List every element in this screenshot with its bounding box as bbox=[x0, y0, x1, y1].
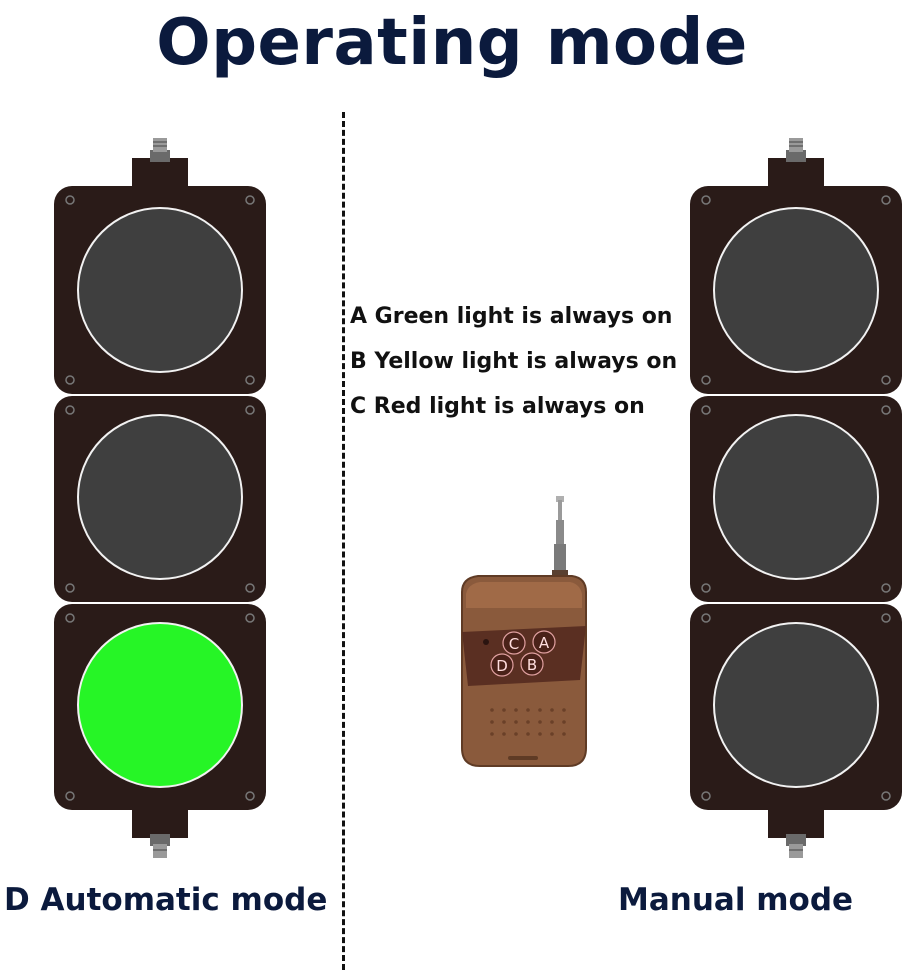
caption-manual-mode: Manual mode bbox=[618, 882, 854, 918]
legend-item-a: A Green light is always on bbox=[350, 304, 673, 329]
lamp-yellow-off bbox=[77, 414, 243, 580]
page-title: Operating mode bbox=[156, 6, 748, 80]
svg-text:B: B bbox=[527, 656, 537, 674]
svg-text:D: D bbox=[496, 657, 508, 675]
traffic-light-automatic bbox=[54, 138, 266, 858]
remote-button-d: D bbox=[490, 653, 514, 677]
lamp-red-off bbox=[713, 207, 879, 373]
legend-item-b: B Yellow light is always on bbox=[350, 349, 678, 374]
svg-text:C: C bbox=[509, 635, 519, 653]
legend-item-c: C Red light is always on bbox=[350, 394, 645, 419]
dashed-divider bbox=[342, 112, 345, 970]
lamp-red-off bbox=[77, 207, 243, 373]
remote-control: C A D B bbox=[461, 496, 587, 767]
lamp-green-on bbox=[77, 622, 243, 788]
remote-button-c: C bbox=[502, 631, 526, 655]
caption-automatic-mode: D Automatic mode bbox=[4, 882, 328, 918]
remote-button-b: B bbox=[520, 652, 544, 676]
traffic-light-manual bbox=[690, 138, 902, 858]
mode-legend: A Green light is always on B Yellow ligh… bbox=[350, 294, 710, 429]
svg-text:A: A bbox=[539, 634, 550, 652]
remote-button-a: A bbox=[532, 630, 556, 654]
lamp-green-off bbox=[713, 622, 879, 788]
lamp-yellow-off bbox=[713, 414, 879, 580]
